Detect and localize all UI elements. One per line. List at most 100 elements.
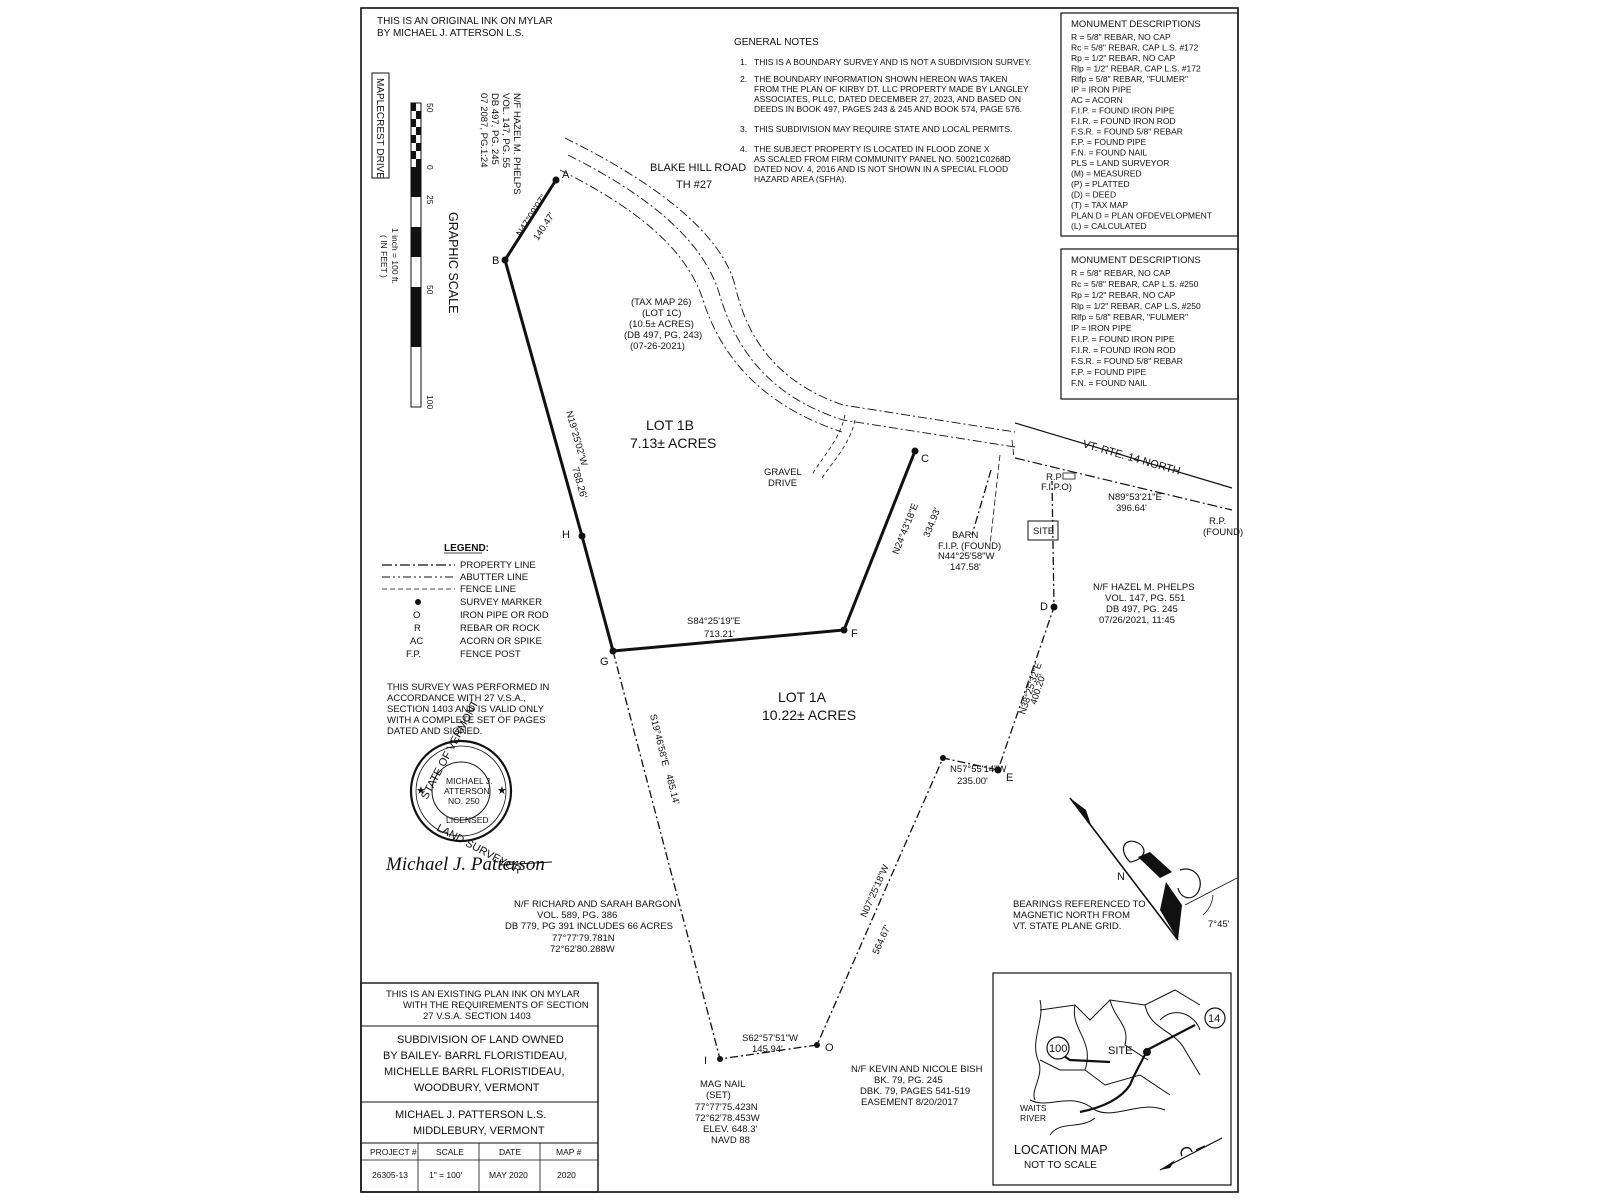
- declination-label: 7°45': [1208, 919, 1230, 930]
- header-map: MAP #: [556, 1147, 582, 1157]
- svg-text:N57°55'14"W: N57°55'14"W: [950, 764, 1007, 775]
- svg-text:3.: 3.: [740, 124, 747, 134]
- svg-text:ASSOCIATES, PLLC, DATED DECEMB: ASSOCIATES, PLLC, DATED DECEMBER 27, 202…: [754, 94, 1021, 104]
- svg-text:Rlp = 1/2" REBAR, CAP L.S. #17: Rlp = 1/2" REBAR, CAP L.S. #172: [1071, 64, 1201, 74]
- rp-marker-box: [1062, 472, 1076, 480]
- svg-text:SECTION 1403 AND IS VALID ONLY: SECTION 1403 AND IS VALID ONLY: [387, 704, 545, 715]
- svg-text:145.94': 145.94': [752, 1044, 783, 1055]
- svg-text:VOL. 589, PG. 386: VOL. 589, PG. 386: [537, 910, 617, 921]
- marker-g: [609, 647, 617, 655]
- svg-text:72°62'78.453W: 72°62'78.453W: [695, 1113, 760, 1124]
- location-map-subtitle: NOT TO SCALE: [1024, 1160, 1097, 1171]
- abutter-nw-note: N/F HAZEL M. PHELPS VOL. 147, PG. 55 DB …: [478, 93, 522, 195]
- svg-text:S19°46'58"E: S19°46'58"E: [647, 713, 671, 767]
- svg-text:1.: 1.: [740, 57, 747, 67]
- svg-text:F.P. = FOUND PIPE: F.P. = FOUND PIPE: [1071, 367, 1147, 377]
- svg-text:147.58': 147.58': [950, 562, 981, 573]
- point-label-b: B: [492, 255, 499, 267]
- svg-text:VT. STATE PLANE GRID.: VT. STATE PLANE GRID.: [1013, 921, 1121, 932]
- svg-text:RIVER: RIVER: [1020, 1113, 1046, 1123]
- svg-text:Rc = 5/8" REBAR, CAP L.S. #172: Rc = 5/8" REBAR, CAP L.S. #172: [1071, 43, 1199, 53]
- point-label-d: D: [1040, 601, 1048, 613]
- svg-text:Rlfp = 5/8" REBAR, "FULMER": Rlfp = 5/8" REBAR, "FULMER": [1071, 312, 1188, 322]
- svg-text:IRON PIPE OR ROD: IRON PIPE OR ROD: [460, 610, 549, 621]
- svg-text:(SET): (SET): [706, 1090, 731, 1101]
- svg-text:77°77'75.423N: 77°77'75.423N: [695, 1102, 758, 1113]
- svg-text:N89°53'21"E: N89°53'21"E: [1108, 492, 1162, 503]
- svg-text:DB 497, PG. 245: DB 497, PG. 245: [489, 93, 500, 165]
- svg-text:AC = ACORN: AC = ACORN: [1071, 95, 1123, 105]
- marker-c: [911, 447, 919, 455]
- svg-text:27 V.S.A. SECTION 1403: 27 V.S.A. SECTION 1403: [423, 1011, 531, 1022]
- scale-tick-50b: 50: [425, 285, 435, 295]
- bearing-de: N38°25'32"E 400.20': [1017, 661, 1048, 716]
- svg-text:Rlfp = 5/8" REBAR, "FULMER": Rlfp = 5/8" REBAR, "FULMER": [1071, 74, 1188, 84]
- svg-text:DB 779, PG 391 INCLUDES 66 ACR: DB 779, PG 391 INCLUDES 66 ACRES: [505, 921, 673, 932]
- svg-text:(10.5± ACRES): (10.5± ACRES): [629, 319, 694, 330]
- svg-text:334.93': 334.93': [922, 506, 944, 539]
- value-map: 2020: [557, 1170, 576, 1180]
- svg-text:(DB 497, PG. 243): (DB 497, PG. 243): [624, 330, 702, 341]
- svg-text:IP = IRON PIPE: IP = IRON PIPE: [1071, 85, 1132, 95]
- svg-text:AS SCALED FROM FIRM COMMUNITY: AS SCALED FROM FIRM COMMUNITY PANEL NO. …: [754, 154, 1011, 164]
- blake-hill-road-label: BLAKE HILL ROAD: [650, 162, 746, 174]
- surveyor-city: MIDDLEBURY, VERMONT: [413, 1125, 545, 1137]
- survey-statement: THIS SURVEY WAS PERFORMED IN ACCORDANCE …: [387, 682, 550, 737]
- svg-text:THE BOUNDARY INFORMATION SHOWN: THE BOUNDARY INFORMATION SHOWN HEREON WA…: [754, 74, 1007, 84]
- svg-text:F.I.R. = FOUND IRON ROD: F.I.R. = FOUND IRON ROD: [1071, 345, 1176, 355]
- svg-text:(M) = MEASURED: (M) = MEASURED: [1071, 169, 1142, 179]
- svg-text:(07-26-2021): (07-26-2021): [630, 341, 685, 352]
- lot-1b-title: LOT 1B: [646, 417, 694, 433]
- gravel-drive-label-2: DRIVE: [768, 478, 797, 489]
- monument-descriptions-box-2: MONUMENT DESCRIPTIONS R = 5/8" REBAR, NO…: [1060, 248, 1239, 400]
- svg-text:713.21': 713.21': [704, 629, 735, 640]
- svg-text:F.I.P. (FOUND): F.I.P. (FOUND): [938, 541, 1001, 552]
- svg-text:NO. 250: NO. 250: [448, 796, 480, 806]
- bearing-fc: N24°43'18"E 334.93': [891, 502, 944, 556]
- svg-text:(L) = CALCULATED: (L) = CALCULATED: [1071, 221, 1147, 231]
- svg-text:ABUTTER LINE: ABUTTER LINE: [460, 572, 528, 583]
- vt-route-14-label: VT. RTE. 14 NORTH: [1081, 438, 1182, 477]
- svg-text:LICENSED: LICENSED: [446, 815, 489, 825]
- svg-text:S84°25'19"E: S84°25'19"E: [687, 616, 740, 627]
- marker-f: [840, 626, 848, 634]
- svg-text:F.P. = FOUND PIPE: F.P. = FOUND PIPE: [1071, 137, 1147, 147]
- svg-text:F.S.R. = FOUND 5/8" REBAR: F.S.R. = FOUND 5/8" REBAR: [1071, 127, 1183, 137]
- signature-line: [499, 861, 553, 866]
- svg-text:THIS SUBDIVISION MAY REQUIRE S: THIS SUBDIVISION MAY REQUIRE STATE AND L…: [754, 124, 1012, 134]
- mag-nail-note: MAG NAIL (SET) 77°77'75.423N 72°62'78.45…: [695, 1079, 760, 1146]
- gravel-drive-label-1: GRAVEL: [764, 467, 802, 478]
- point-label-h: H: [562, 529, 570, 541]
- surveyor-signature: Michael J. Patterson: [385, 854, 545, 875]
- header-note-line-2: BY MICHAEL J. ATTERSON L.S.: [377, 28, 524, 39]
- graphic-scale-ratio: 1 inch = 100 ft.: [390, 228, 400, 284]
- marker-e: [994, 766, 1002, 774]
- general-notes: GENERAL NOTES 1. THIS IS A BOUNDARY SURV…: [734, 37, 1031, 184]
- svg-text:ATTERSON: ATTERSON: [444, 786, 490, 796]
- svg-text:F.N. = FOUND NAIL: F.N. = FOUND NAIL: [1071, 378, 1148, 388]
- abutter-sw-note: N/F RICHARD AND SARAH BARGON VOL. 589, P…: [505, 899, 677, 955]
- svg-text:IP = IRON PIPE: IP = IRON PIPE: [1071, 323, 1132, 333]
- rp-fip-label-1: R.P: [1046, 472, 1062, 483]
- svg-text:DBK. 79, PAGES 541-519: DBK. 79, PAGES 541-519: [860, 1086, 970, 1097]
- lot-1a-title: LOT 1A: [778, 689, 827, 705]
- svg-text:DB 497, PG. 245: DB 497, PG. 245: [1106, 604, 1178, 615]
- svg-text:N/F KEVIN AND NICOLE BISH: N/F KEVIN AND NICOLE BISH: [851, 1064, 983, 1075]
- north-arrow-n-label: N: [1117, 871, 1125, 883]
- legend-title: LEGEND:: [444, 543, 489, 554]
- svg-text:564.67': 564.67': [871, 923, 894, 956]
- svg-text:72°62'80.288W: 72°62'80.288W: [550, 944, 615, 955]
- scale-tick-0: 0: [425, 165, 435, 170]
- svg-text:THE SUBJECT PROPERTY IS LOCATE: THE SUBJECT PROPERTY IS LOCATED IN FLOOD…: [754, 144, 990, 154]
- svg-text:Rlp = 1/2" REBAR, CAP L.S. #25: Rlp = 1/2" REBAR, CAP L.S. #250: [1071, 301, 1201, 311]
- svg-text:Rc = 5/8" REBAR, CAP L.S. #250: Rc = 5/8" REBAR, CAP L.S. #250: [1071, 279, 1199, 289]
- value-scale: 1" = 100': [429, 1170, 463, 1180]
- subdivision-line-1: SUBDIVISION OF LAND OWNED: [397, 1034, 564, 1046]
- svg-text:2.: 2.: [740, 74, 747, 84]
- bearing-oi: S62°57'51"W 145.94': [742, 1033, 798, 1055]
- svg-text:Rp = 1/2" REBAR, NO CAP: Rp = 1/2" REBAR, NO CAP: [1071, 53, 1176, 63]
- general-notes-title: GENERAL NOTES: [734, 37, 819, 48]
- point-label-c: C: [921, 453, 929, 465]
- svg-text:(TAX MAP 26): (TAX MAP 26): [631, 297, 691, 308]
- svg-text:ACORN OR SPIKE: ACORN OR SPIKE: [460, 636, 542, 647]
